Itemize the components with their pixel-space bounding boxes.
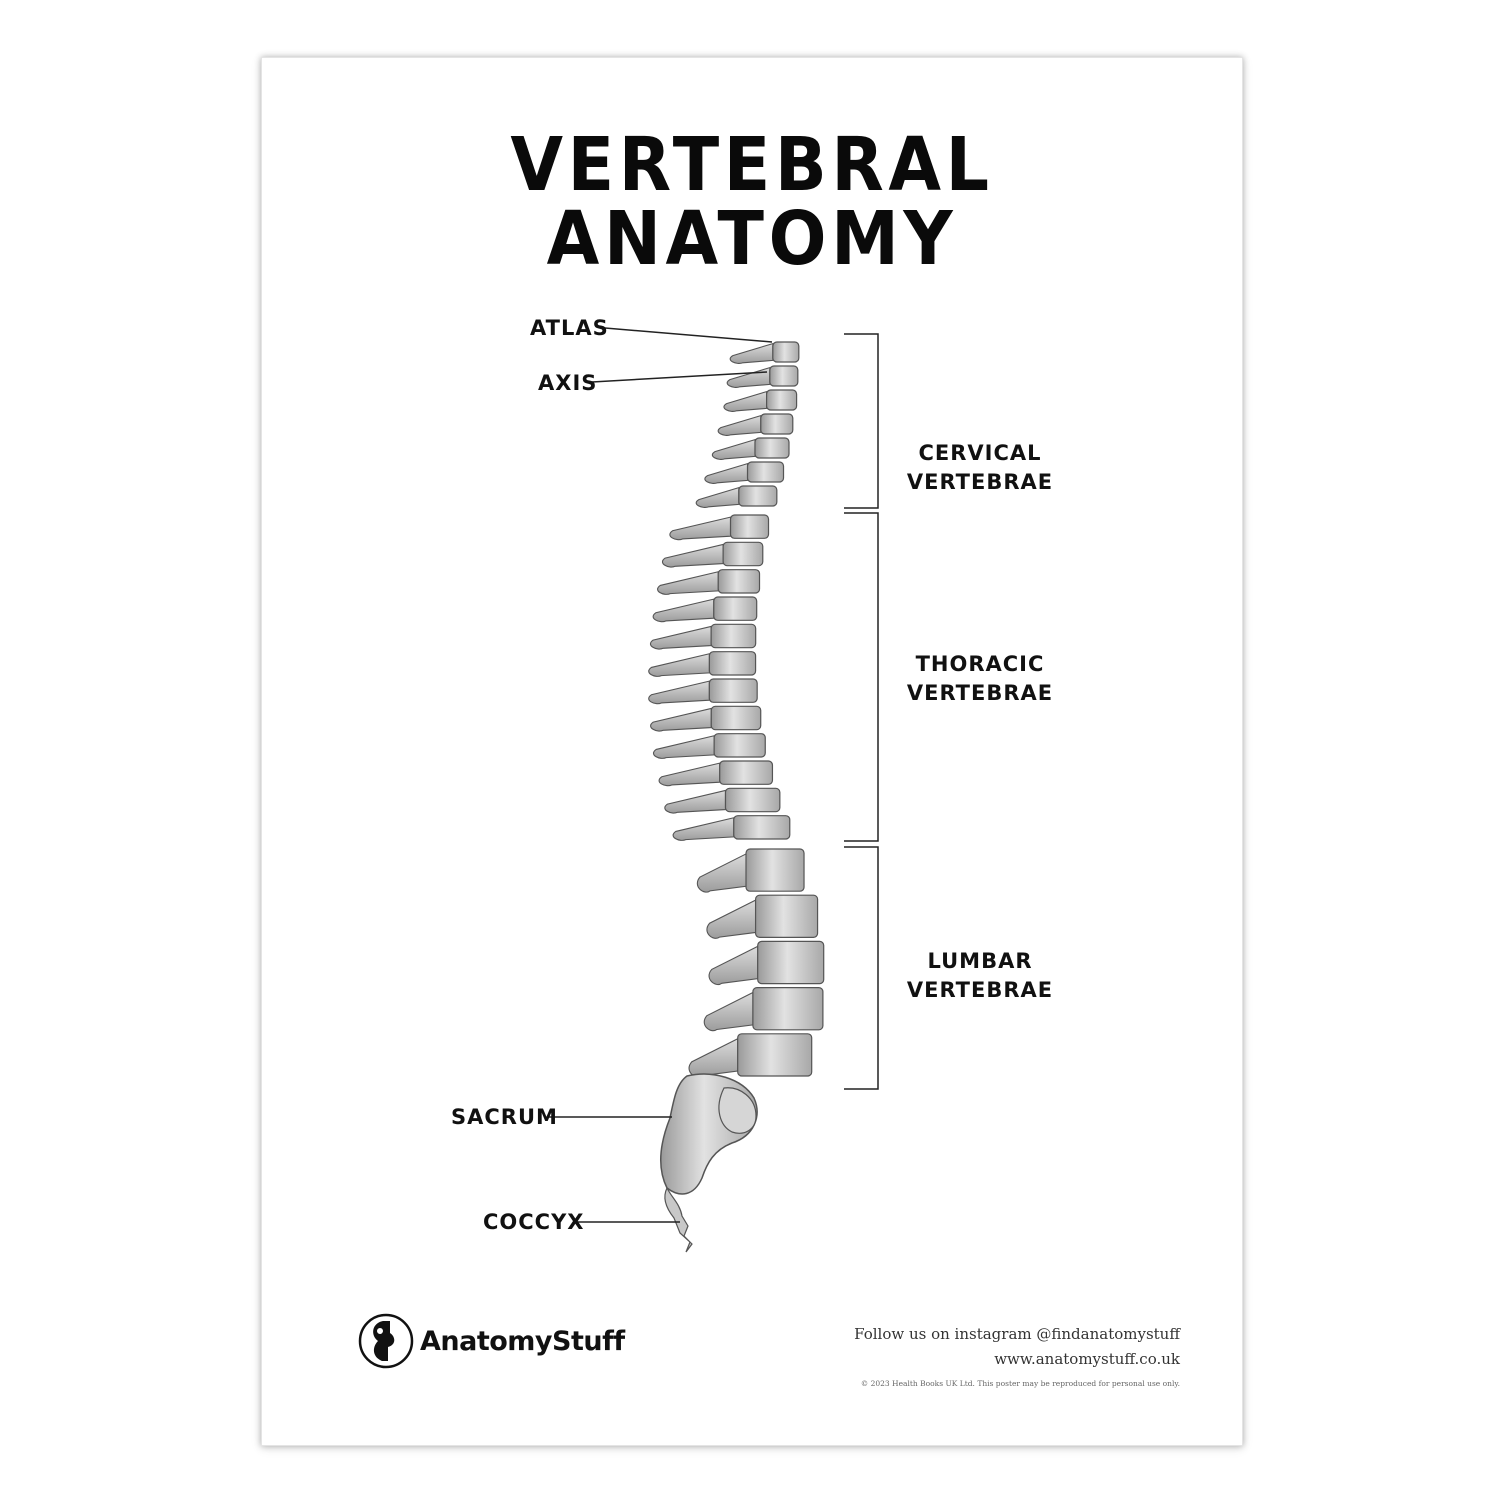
spinous-process bbox=[648, 680, 710, 705]
cervical-bracket bbox=[844, 333, 879, 509]
spinous-process bbox=[658, 762, 721, 787]
spinous-processes bbox=[648, 342, 774, 1078]
atlas-label: ATLAS bbox=[530, 316, 609, 340]
vertebra-body bbox=[708, 651, 757, 676]
spinous-process bbox=[688, 1037, 739, 1078]
spinous-process bbox=[723, 390, 768, 412]
spinous-process bbox=[669, 516, 732, 541]
brand-logo[interactable]: AnatomyStuff bbox=[362, 1311, 625, 1371]
thoracic-line1: THORACIC bbox=[915, 652, 1045, 676]
vertebra-body bbox=[760, 413, 794, 435]
spinous-process bbox=[729, 342, 774, 364]
vertebra-body bbox=[738, 485, 778, 507]
spinous-process bbox=[650, 707, 712, 732]
vertebra-body bbox=[724, 787, 781, 813]
vertebra-body bbox=[737, 1033, 813, 1077]
spinous-process bbox=[706, 899, 757, 939]
axis-label: AXIS bbox=[538, 371, 598, 395]
sacrum-label: SACRUM bbox=[451, 1105, 558, 1129]
thoracic-line2: VERTEBRAE bbox=[906, 681, 1054, 705]
spinous-process bbox=[717, 414, 762, 436]
coccyx-label: COCCYX bbox=[483, 1210, 585, 1234]
vertebra-body bbox=[733, 815, 791, 840]
spinous-process bbox=[711, 438, 756, 460]
vertebra-body bbox=[719, 760, 774, 785]
axis-leader-line bbox=[591, 371, 768, 383]
spinous-process bbox=[657, 571, 719, 595]
spinous-process bbox=[708, 945, 759, 985]
thoracic-region-label: THORACIC VERTEBRAE bbox=[870, 650, 1090, 708]
vertebral-bodies bbox=[708, 341, 825, 1077]
atlas-leader-line bbox=[604, 327, 773, 343]
vertebra-body bbox=[772, 341, 800, 363]
vertebra-body bbox=[745, 848, 805, 892]
lumbar-line2: VERTEBRAE bbox=[906, 978, 1054, 1002]
vertebra-body bbox=[729, 514, 770, 539]
thoracic-bracket bbox=[844, 512, 879, 842]
vertebra-body bbox=[713, 596, 758, 621]
vertebra-body bbox=[746, 461, 785, 483]
copyright-text: © 2023 Health Books UK Ltd. This poster … bbox=[860, 1379, 1180, 1388]
spinous-process bbox=[648, 653, 710, 677]
lumbar-line1: LUMBAR bbox=[927, 949, 1033, 973]
spinous-process bbox=[652, 598, 715, 623]
spinous-process bbox=[672, 817, 735, 841]
spinous-process bbox=[726, 366, 771, 388]
coccyx-bone bbox=[664, 1186, 693, 1253]
spinous-process bbox=[703, 991, 754, 1032]
vertebra-body bbox=[710, 705, 762, 731]
spinous-process bbox=[664, 789, 727, 814]
poster-title: VERTEBRAL ANATOMY bbox=[510, 122, 994, 282]
spinous-process bbox=[696, 853, 747, 893]
vertebra-body bbox=[708, 678, 758, 703]
anatomystuff-logo-icon bbox=[358, 1313, 414, 1369]
spinous-process bbox=[649, 625, 712, 650]
vertebra-body bbox=[722, 541, 764, 567]
lumbar-bracket bbox=[844, 846, 879, 1090]
vertebra-body bbox=[754, 437, 790, 459]
vertebra-body bbox=[717, 569, 761, 594]
sacrum-ala bbox=[718, 1087, 757, 1134]
vertebra-body bbox=[710, 623, 757, 649]
spinous-process bbox=[704, 462, 749, 484]
vertebra-body bbox=[754, 894, 819, 939]
vertebra-body bbox=[769, 365, 799, 387]
vertebra-body bbox=[713, 733, 766, 758]
spinous-process bbox=[661, 543, 724, 568]
brand-name: AnatomyStuff bbox=[420, 1325, 625, 1357]
cervical-region-label: CERVICAL VERTEBRAE bbox=[870, 439, 1090, 497]
instagram-text: Follow us on instagram @findanatomystuff bbox=[854, 1325, 1180, 1343]
website-link[interactable]: www.anatomystuff.co.uk bbox=[994, 1350, 1180, 1368]
cervical-line2: VERTEBRAE bbox=[906, 470, 1054, 494]
spine-diagram bbox=[358, 327, 879, 1369]
spinous-process bbox=[652, 735, 715, 759]
vertebra-body bbox=[766, 389, 798, 411]
lumbar-region-label: LUMBAR VERTEBRAE bbox=[870, 947, 1090, 1005]
vertebra-body bbox=[757, 940, 825, 985]
poster-sheet: VERTEBRAL ANATOMY bbox=[261, 57, 1243, 1446]
cervical-line1: CERVICAL bbox=[918, 441, 1042, 465]
spinous-process bbox=[695, 486, 740, 508]
vertebra-body bbox=[752, 986, 824, 1031]
